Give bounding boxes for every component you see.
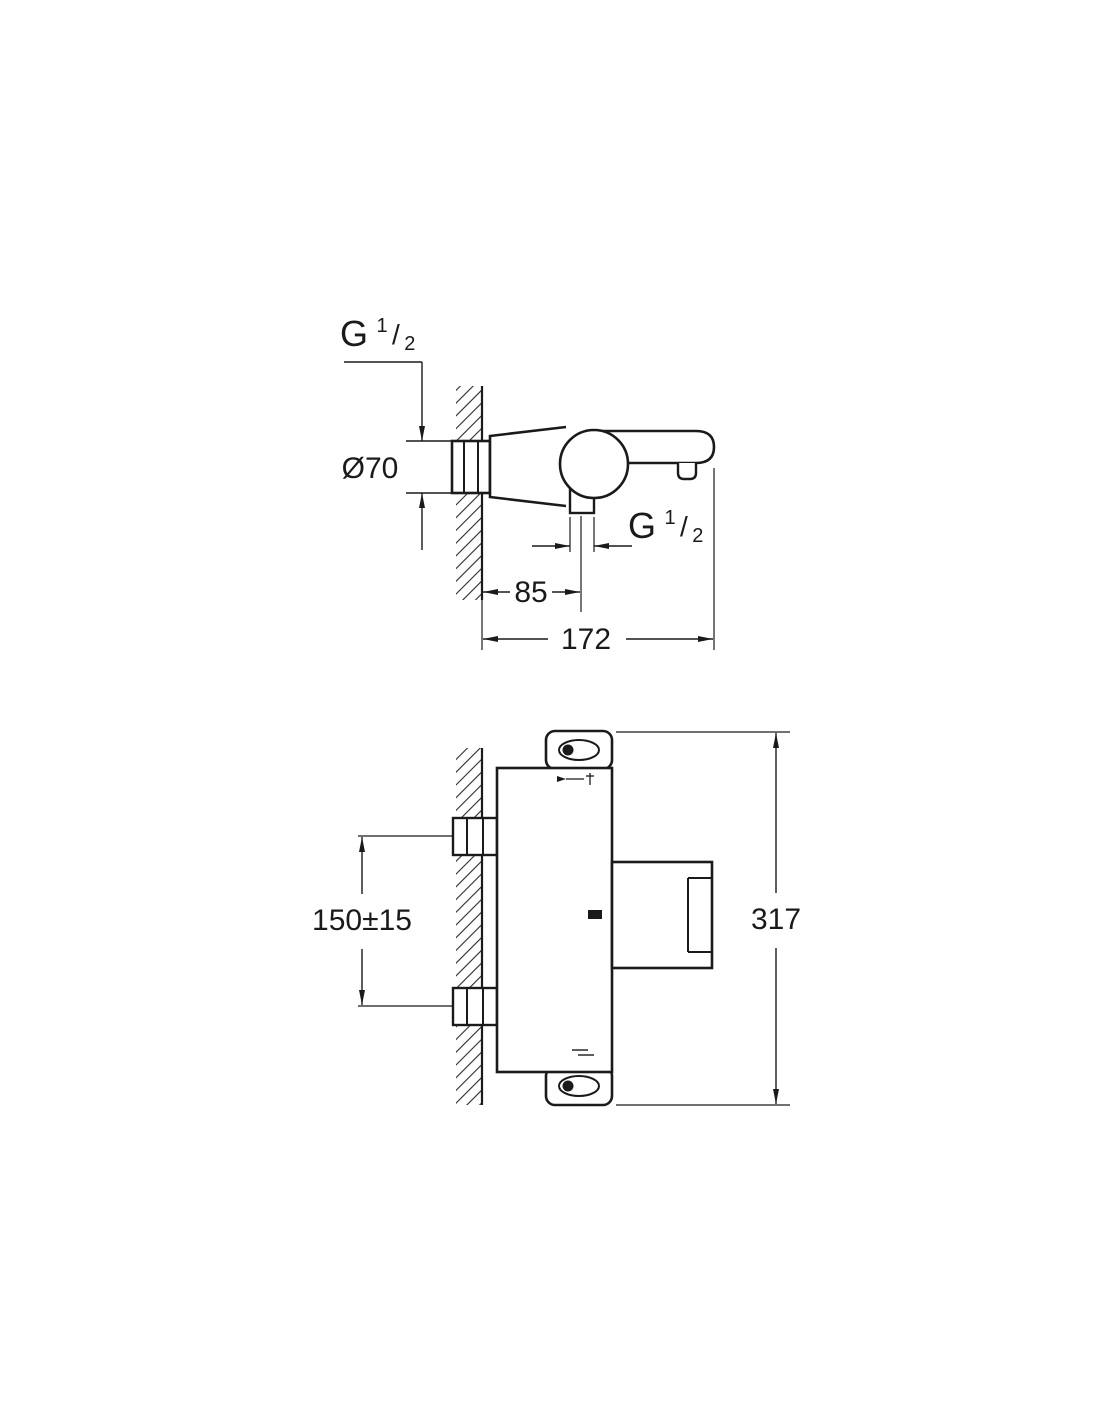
wall-union-nut <box>450 439 492 495</box>
dim-label-317: 317 <box>751 903 801 936</box>
dim-label-172: 172 <box>561 623 611 656</box>
side-view: G 1 / 2 Ø70 G 1 / 2 85 172 <box>340 313 716 656</box>
spout-aerator-outlet <box>676 463 698 481</box>
thread-label-num: 1 <box>376 315 387 337</box>
diameter-label: Ø70 <box>342 452 399 485</box>
thread-label-num: 1 <box>664 507 675 529</box>
mark-arrow-icon <box>557 776 566 782</box>
brand-logo <box>588 910 602 919</box>
front-view: 150±15 317 <box>312 729 801 1107</box>
thread-label-slash: / <box>392 319 400 350</box>
thread-label-den: 2 <box>692 525 703 547</box>
thread-label-g: G <box>628 505 656 546</box>
dim-label-85: 85 <box>514 576 547 609</box>
top-union-dot <box>562 744 574 756</box>
temp-scale-marks <box>557 773 594 785</box>
thread-label-den: 2 <box>404 333 415 355</box>
inlet-nut-top <box>451 816 499 857</box>
body-plate <box>495 766 614 1074</box>
thread-label-slash: / <box>680 511 688 542</box>
thread-label-g: G <box>340 313 368 354</box>
dim-label-150: 150±15 <box>312 904 412 937</box>
escutcheon <box>488 425 567 508</box>
side-view-dimensions <box>344 361 715 650</box>
front-view-dimensions <box>358 731 790 1106</box>
faucet-side <box>450 425 716 515</box>
wall-hatch <box>456 748 482 1105</box>
thread-label-outlet: G 1 / 2 <box>628 505 703 547</box>
flow-marks <box>572 1049 594 1056</box>
thread-label-top: G 1 / 2 <box>340 313 415 355</box>
thermostat-front <box>451 729 714 1107</box>
handle-extension <box>610 860 714 970</box>
inlet-nut-bottom <box>451 986 499 1027</box>
bottom-union-dot <box>562 1080 574 1092</box>
handle-knob <box>558 428 630 500</box>
